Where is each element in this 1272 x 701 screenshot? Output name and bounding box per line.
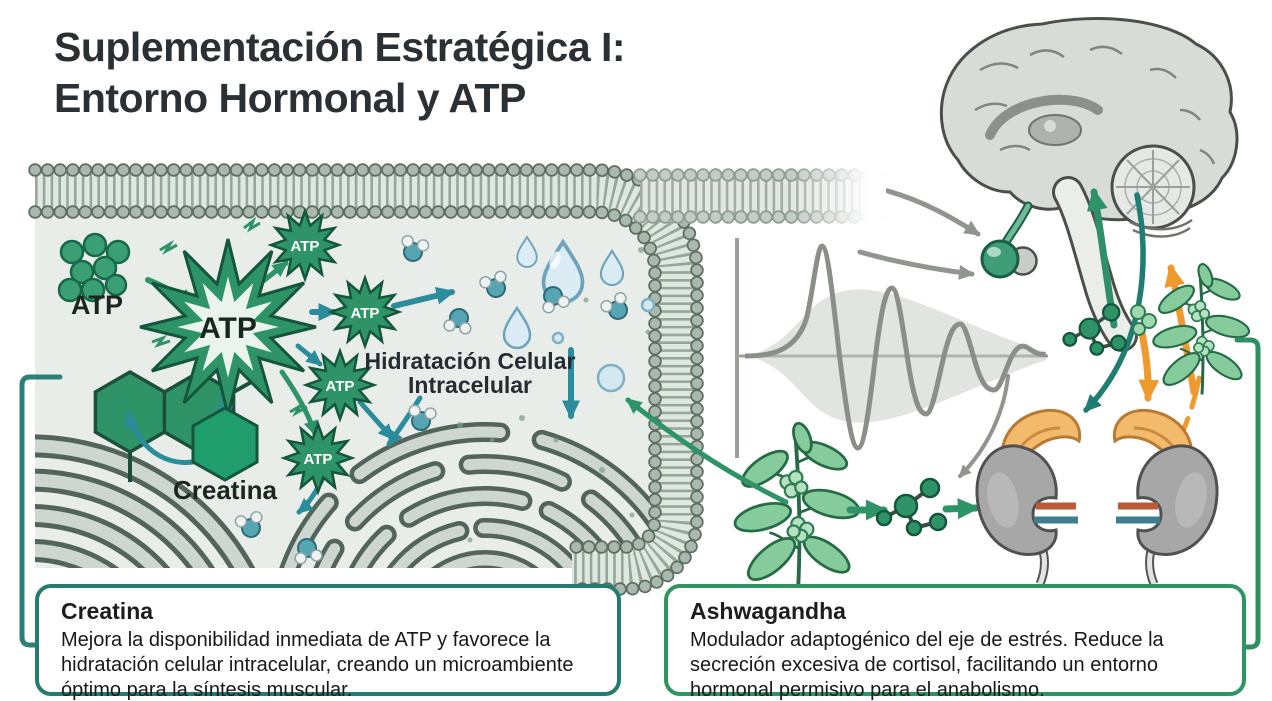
creatine-card-title: Creatina bbox=[61, 598, 154, 624]
arrow-hpa-down-to-adrenal bbox=[1083, 192, 1146, 413]
hydration-label-line2: Intracelular bbox=[408, 372, 532, 398]
corpus-callosum bbox=[985, 94, 1103, 140]
creatine-card-connector bbox=[19, 374, 63, 648]
arrow-signal-to-pituitary-1 bbox=[881, 187, 981, 237]
ashwagandha-card: Ashwagandha Modulador adaptogénico del e… bbox=[664, 584, 1246, 701]
waveform-line bbox=[744, 243, 1047, 451]
arrow-down-left bbox=[386, 395, 423, 447]
kidney-left-illustration bbox=[977, 410, 1080, 584]
atp-burst-label: ATP bbox=[351, 305, 380, 322]
gyri-lines bbox=[974, 45, 1216, 165]
membrane-strip-fade bbox=[792, 162, 886, 224]
hydration-label-line1: Hidratación Celular bbox=[365, 348, 576, 374]
atp-burst-2: ATP bbox=[329, 276, 401, 348]
drop-highlight bbox=[549, 251, 561, 269]
page-title: Suplementación Estratégica I: Entorno Ho… bbox=[54, 22, 626, 125]
ashwagandha-plant-right bbox=[1149, 260, 1253, 396]
page-title-line1: Suplementación Estratégica I: bbox=[54, 24, 626, 70]
arrow-star-to-burst3 bbox=[295, 343, 323, 367]
kidney-right-illustration bbox=[1114, 410, 1217, 584]
thalamus bbox=[1028, 114, 1082, 146]
page-title-line2: Entorno Hormonal y ATP bbox=[54, 75, 526, 122]
creatine-hexagon bbox=[191, 406, 259, 482]
atp-burst-label: ATP bbox=[291, 238, 320, 255]
atp-cluster-label: ATP bbox=[71, 290, 123, 320]
pituitary-anterior-lobe bbox=[980, 239, 1020, 279]
ashwagandha-card-connector bbox=[1234, 337, 1261, 650]
atp-star-label: ATP bbox=[199, 312, 257, 345]
ashwagandha-card-body: Modulador adaptogénico del eje de estrés… bbox=[690, 629, 1164, 701]
creatine-card: Creatina Mejora la disponibilidad inmedi… bbox=[35, 584, 621, 701]
ashwagandha-plant-bottom bbox=[730, 418, 864, 594]
arrow-signal-to-pituitary-2 bbox=[857, 249, 975, 280]
atp-burst-label: ATP bbox=[326, 378, 355, 395]
mitochondria-illustration bbox=[35, 434, 276, 568]
arrow-to-water bbox=[391, 286, 456, 309]
arrow-molecule-to-kidney bbox=[942, 498, 981, 520]
bubbles bbox=[551, 297, 656, 393]
arrow-burst3-down-right bbox=[357, 399, 395, 441]
gray-signal-arrows bbox=[857, 187, 1010, 478]
waveform-envelope bbox=[748, 289, 1046, 423]
energy-bolts bbox=[151, 216, 308, 417]
creatine-label: Creatina bbox=[173, 475, 278, 505]
pituitary-gland bbox=[980, 201, 1038, 279]
arrow-plant-into-cell bbox=[625, 397, 789, 505]
atp-burst-1: ATP bbox=[269, 209, 341, 281]
arrow-orange-down-to-adrenal bbox=[1137, 324, 1160, 403]
cell-arrows bbox=[124, 260, 580, 515]
arrow-star-to-burst1 bbox=[259, 260, 289, 285]
creatine-card-body: Mejora la disponibilidad inmediata de AT… bbox=[61, 629, 574, 701]
berry-trio bbox=[1130, 304, 1157, 336]
atp-burst-3: ATP bbox=[304, 349, 376, 421]
atp-molecule-cluster bbox=[57, 232, 131, 303]
atp-burst-label: ATP bbox=[304, 451, 333, 468]
arrow-waveform-to-adrenal bbox=[958, 374, 1010, 478]
arrow-star-to-burst4 bbox=[279, 369, 319, 437]
atp-burst-4: ATP bbox=[282, 422, 354, 494]
cortisol-waveform bbox=[735, 238, 1048, 458]
cerebellum bbox=[1110, 144, 1196, 238]
atp-starburst: ATP bbox=[139, 238, 317, 416]
ashwagandha-card-title: Ashwagandha bbox=[690, 598, 846, 624]
